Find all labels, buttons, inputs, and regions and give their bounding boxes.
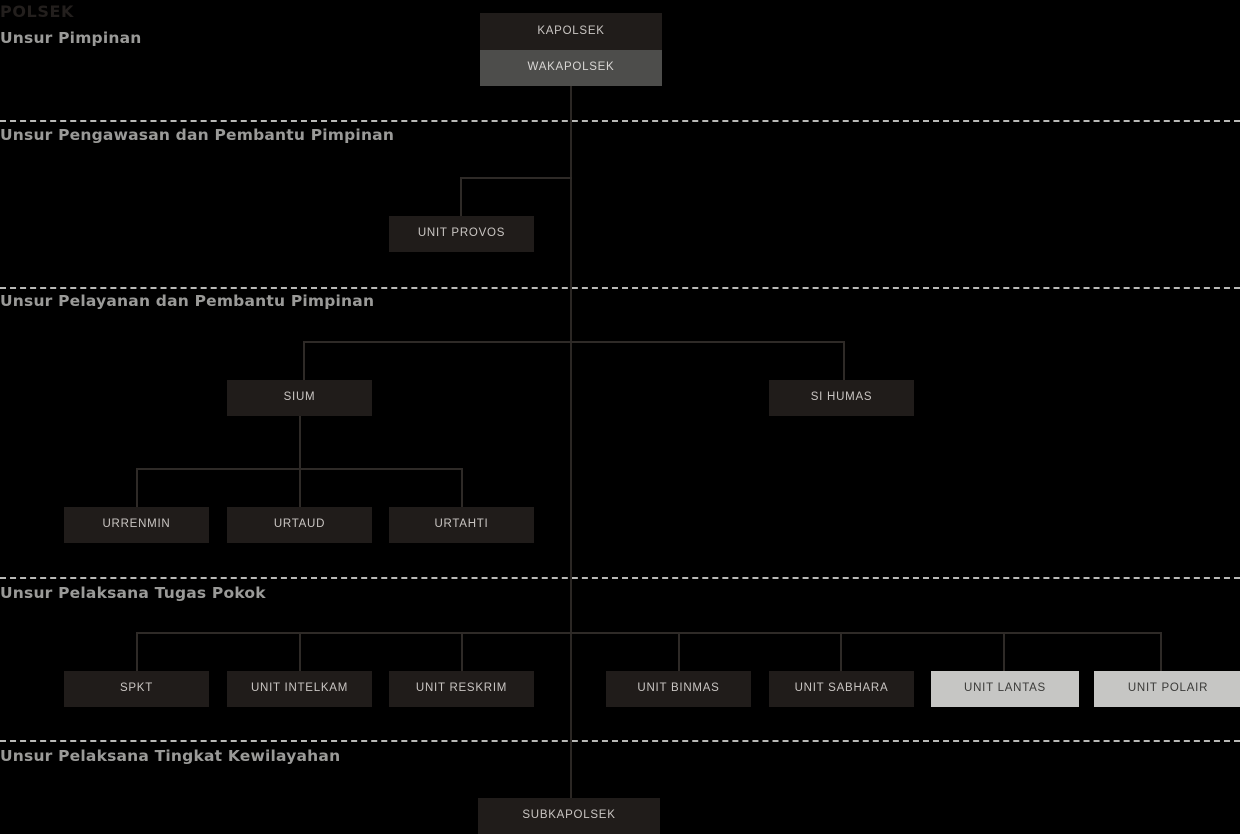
- connector-spkt-drop: [136, 632, 138, 671]
- connector-binmas-drop: [678, 632, 680, 671]
- connector-sabhara-drop: [840, 632, 842, 671]
- section-divider-1: [0, 120, 1240, 122]
- node-sium[interactable]: SIUM: [227, 380, 372, 416]
- section-label-unsur-pengawasan: Unsur Pengawasan dan Pembantu Pimpinan: [0, 126, 395, 144]
- connector-sihumas-drop: [843, 341, 845, 380]
- connector-main-trunk: [570, 86, 572, 798]
- connector-staff-horizontal: [303, 341, 845, 343]
- node-unit-binmas[interactable]: UNIT BINMAS: [606, 671, 751, 707]
- section-label-unsur-kewilayahan: Unsur Pelaksana Tingkat Kewilayahan: [0, 747, 341, 765]
- node-subkapolsek[interactable]: SUBKAPOLSEK: [478, 798, 660, 834]
- connector-provos-vertical: [460, 177, 462, 216]
- node-urtahti[interactable]: URTAHTI: [389, 507, 534, 543]
- section-divider-2: [0, 287, 1240, 289]
- connector-lantas-drop: [1003, 632, 1005, 671]
- node-unit-provos[interactable]: UNIT PROVOS: [389, 216, 534, 252]
- node-unit-lantas[interactable]: UNIT LANTAS: [931, 671, 1079, 707]
- node-kapolsek[interactable]: KAPOLSEK: [480, 13, 662, 50]
- connector-sium-stem: [299, 416, 301, 468]
- node-wakapolsek[interactable]: WAKAPOLSEK: [480, 50, 662, 86]
- node-urrenmin[interactable]: URRENMIN: [64, 507, 209, 543]
- connector-urrenmin-drop: [136, 468, 138, 507]
- connector-units-horizontal: [136, 632, 1162, 634]
- section-divider-4: [0, 740, 1240, 742]
- connector-polair-drop: [1160, 632, 1162, 671]
- section-label-unsur-pelaksana-tugas: Unsur Pelaksana Tugas Pokok: [0, 584, 266, 602]
- connector-urtaud-drop: [299, 468, 301, 507]
- connector-reskrim-drop: [461, 632, 463, 671]
- node-spkt[interactable]: SPKT: [64, 671, 209, 707]
- node-si-humas[interactable]: SI HUMAS: [769, 380, 914, 416]
- node-unit-reskrim[interactable]: UNIT RESKRIM: [389, 671, 534, 707]
- node-unit-polair[interactable]: UNIT POLAIR: [1094, 671, 1240, 707]
- connector-sium-drop: [303, 341, 305, 380]
- node-unit-sabhara[interactable]: UNIT SABHARA: [769, 671, 914, 707]
- section-label-unsur-pelayanan: Unsur Pelayanan dan Pembantu Pimpinan: [0, 292, 375, 310]
- connector-urtahti-drop: [461, 468, 463, 507]
- node-urtaud[interactable]: URTAUD: [227, 507, 372, 543]
- section-label-unsur-pimpinan: Unsur Pimpinan: [0, 29, 142, 47]
- chart-title: POLSEK: [0, 2, 74, 21]
- node-unit-intelkam[interactable]: UNIT INTELKAM: [227, 671, 372, 707]
- connector-intelkam-drop: [299, 632, 301, 671]
- connector-provos-horizontal: [460, 177, 572, 179]
- section-divider-3: [0, 577, 1240, 579]
